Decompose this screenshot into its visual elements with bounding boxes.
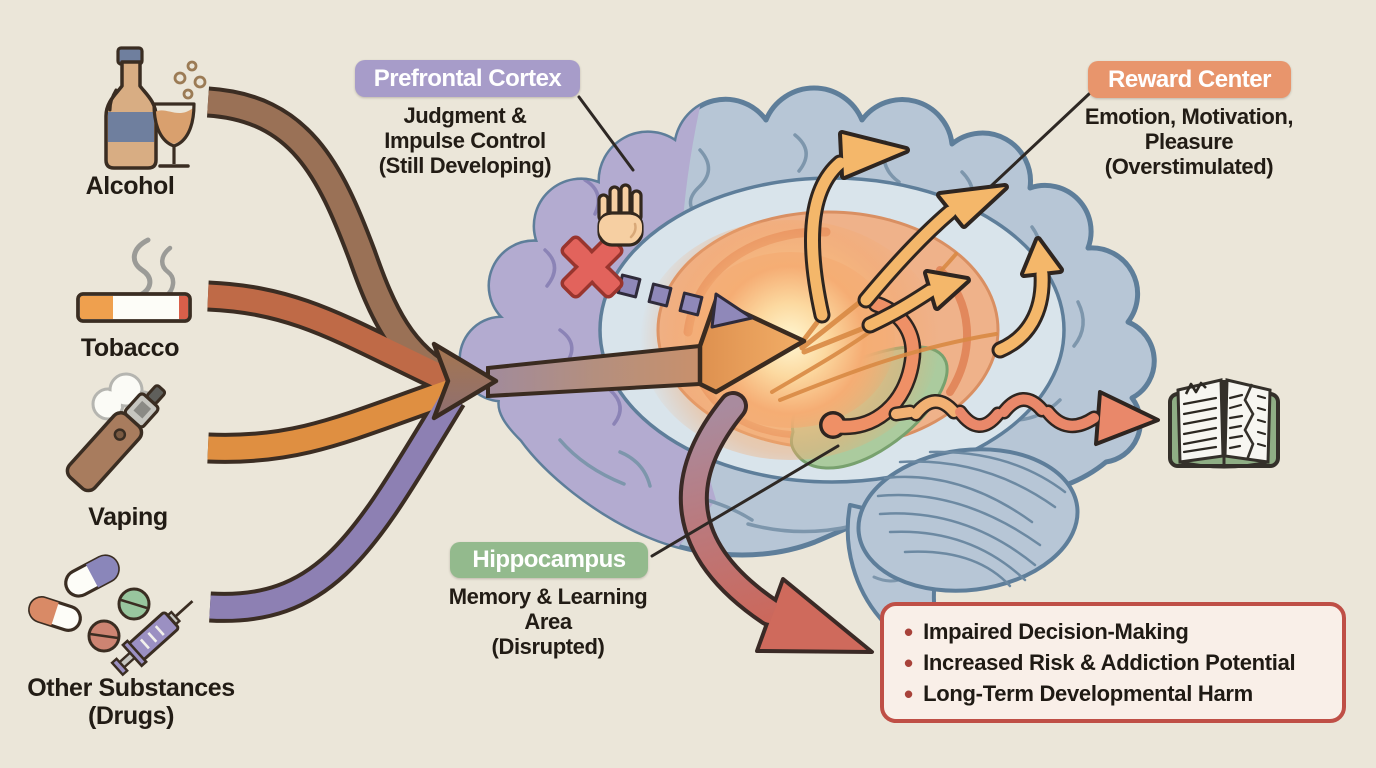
reward-pointer-line bbox=[988, 92, 1091, 189]
hippocampus-pointer-line bbox=[650, 444, 840, 558]
outcome-row: • Increased Risk & Addiction Potential bbox=[904, 649, 1342, 677]
reward-burst-arrows bbox=[804, 130, 1064, 359]
substance-arrows bbox=[206, 86, 807, 623]
merged-arrowhead bbox=[431, 341, 499, 421]
outcome-row: • Long-Term Developmental Harm bbox=[904, 680, 1342, 708]
memory-wave-arrow bbox=[888, 390, 1160, 446]
tobacco-icon bbox=[76, 237, 192, 323]
reward-center-badge: Reward Center bbox=[1088, 61, 1291, 98]
alcohol-label: Alcohol bbox=[85, 172, 175, 200]
prefrontal-cortex-badge: Prefrontal Cortex bbox=[355, 60, 580, 97]
outcomes-box: • Impaired Decision-Making • Increased R… bbox=[880, 602, 1346, 723]
prefrontal-cortex-description: Judgment & Impulse Control (Still Develo… bbox=[378, 103, 552, 178]
tobacco-label: Tobacco bbox=[80, 334, 180, 362]
reward-center-description: Emotion, Motivation, Pleasure (Overstimu… bbox=[1084, 104, 1294, 179]
stop-hand-icon bbox=[597, 183, 644, 247]
hippocampus-badge: Hippocampus bbox=[450, 542, 648, 578]
outcome-text: Increased Risk & Addiction Potential bbox=[923, 649, 1296, 675]
prefrontal-pointer-line bbox=[577, 95, 635, 172]
bullet-icon: • bbox=[904, 647, 914, 678]
damaged-book-icon bbox=[1168, 378, 1280, 469]
harm-arrow bbox=[678, 391, 874, 654]
alcohol-icon bbox=[104, 46, 207, 170]
outcome-row: • Impaired Decision-Making bbox=[904, 618, 1342, 646]
drugs-icon bbox=[28, 554, 194, 677]
pointer-lines bbox=[577, 92, 1091, 558]
outcome-text: Long-Term Developmental Harm bbox=[923, 680, 1253, 706]
bullet-icon: • bbox=[904, 616, 914, 647]
blocked-signal-arrow bbox=[616, 273, 754, 329]
vaping-icon bbox=[65, 372, 167, 493]
outcome-text: Impaired Decision-Making bbox=[923, 618, 1189, 644]
vaping-label: Vaping bbox=[88, 503, 168, 531]
hippocampus-description: Memory & Learning Area (Disrupted) bbox=[448, 584, 648, 659]
bullet-icon: • bbox=[904, 678, 914, 709]
other-substances-label: Other Substances (Drugs) bbox=[27, 674, 235, 730]
